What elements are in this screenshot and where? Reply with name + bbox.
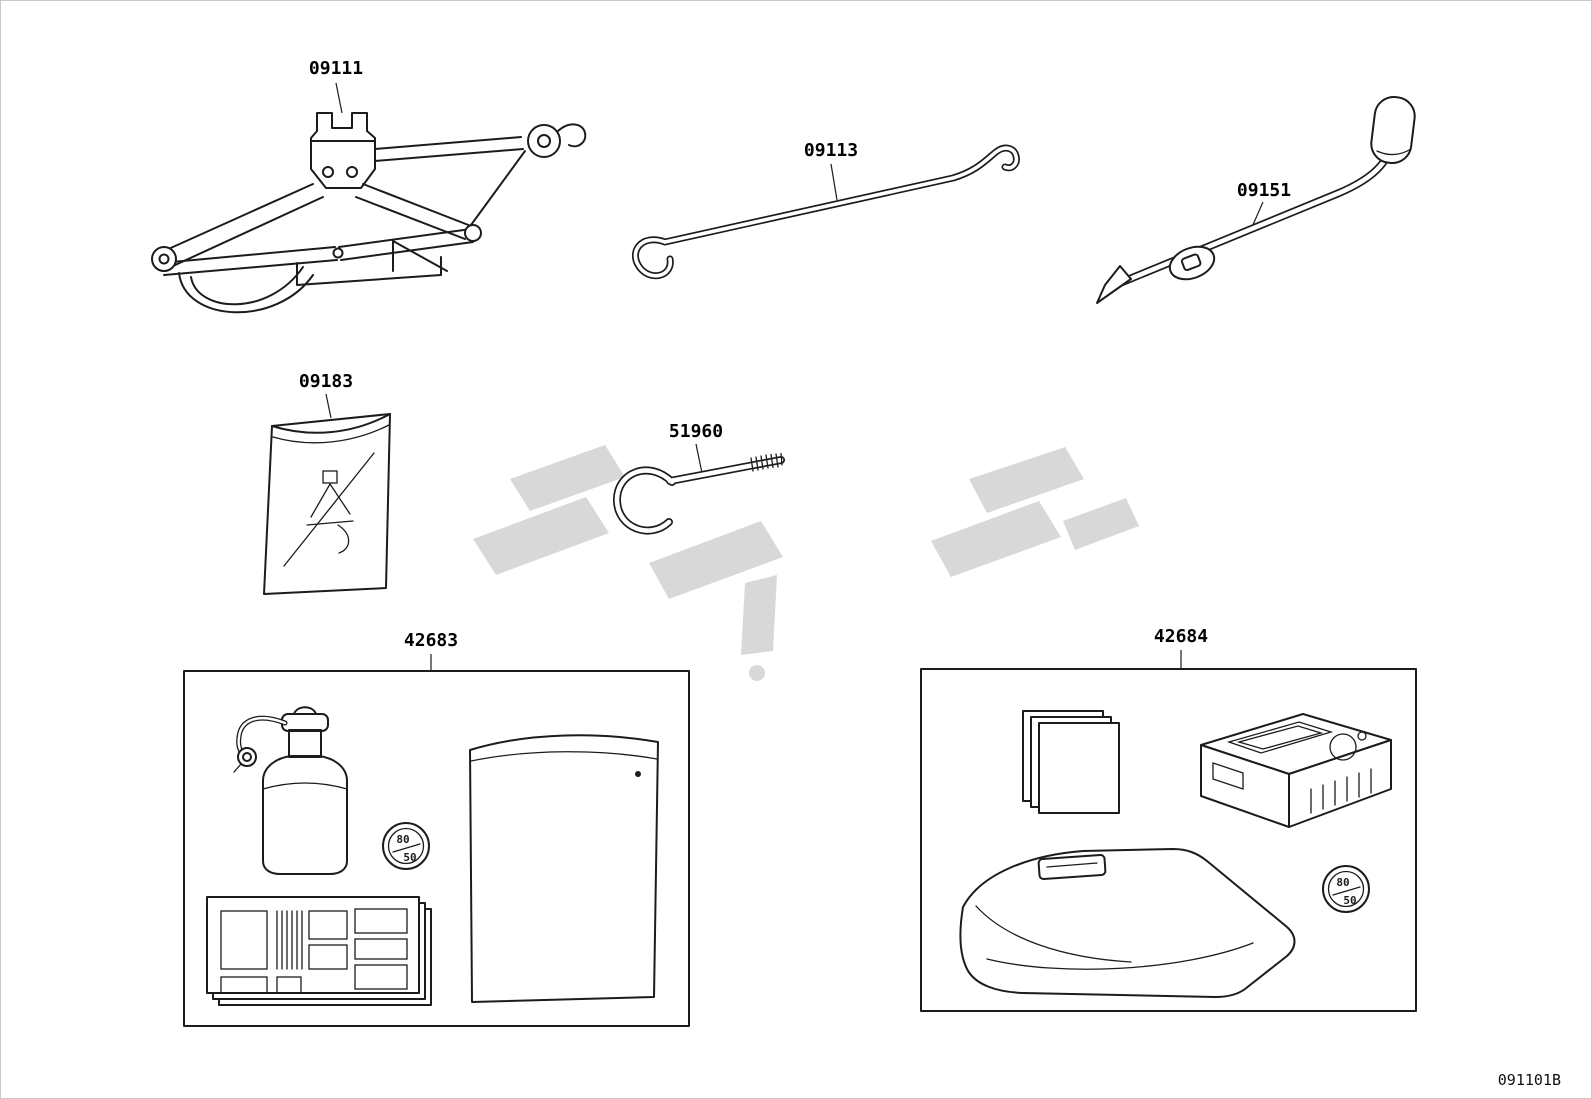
booklet-drawing bbox=[1022, 710, 1120, 814]
badge-bottom-value: 50 bbox=[1343, 894, 1356, 907]
part-label-jack[interactable]: 09111 bbox=[308, 58, 364, 79]
part-label-handle[interactable]: 09113 bbox=[803, 140, 859, 161]
part-label-tow-hook[interactable]: 51960 bbox=[668, 421, 724, 442]
brand-watermark bbox=[473, 445, 1139, 681]
tool-bag-drawing bbox=[263, 413, 391, 595]
badge-top-value: 80 bbox=[1336, 876, 1349, 889]
kit-box-b-drawing: 80 50 bbox=[920, 668, 1417, 1012]
diagram-code: 091101B bbox=[1497, 1071, 1561, 1089]
kit-box-a-drawing: 80 50 bbox=[183, 670, 690, 1027]
part-label-kit-a[interactable]: 42683 bbox=[403, 630, 459, 651]
jack-drawing bbox=[151, 112, 587, 314]
badge-top-value: 80 bbox=[396, 833, 409, 846]
speed-badge-b: 80 50 bbox=[1322, 865, 1370, 913]
badge-bottom-value: 50 bbox=[403, 851, 416, 864]
speed-badge-a: 80 50 bbox=[382, 822, 430, 870]
leader-lines bbox=[325, 82, 1264, 671]
part-label-kit-b[interactable]: 42684 bbox=[1153, 626, 1209, 647]
kit-a-bag-drawing bbox=[469, 734, 659, 1003]
part-label-wrench[interactable]: 09151 bbox=[1236, 180, 1292, 201]
kit-b-bag-drawing bbox=[959, 848, 1296, 998]
lug-wrench-drawing bbox=[1096, 95, 1416, 304]
jack-handle-drawing bbox=[635, 148, 1016, 276]
sticker-sheet-drawing bbox=[206, 896, 432, 1006]
part-label-bag[interactable]: 09183 bbox=[298, 371, 354, 392]
tow-hook-drawing bbox=[617, 452, 782, 531]
compressor-drawing bbox=[1200, 713, 1392, 828]
